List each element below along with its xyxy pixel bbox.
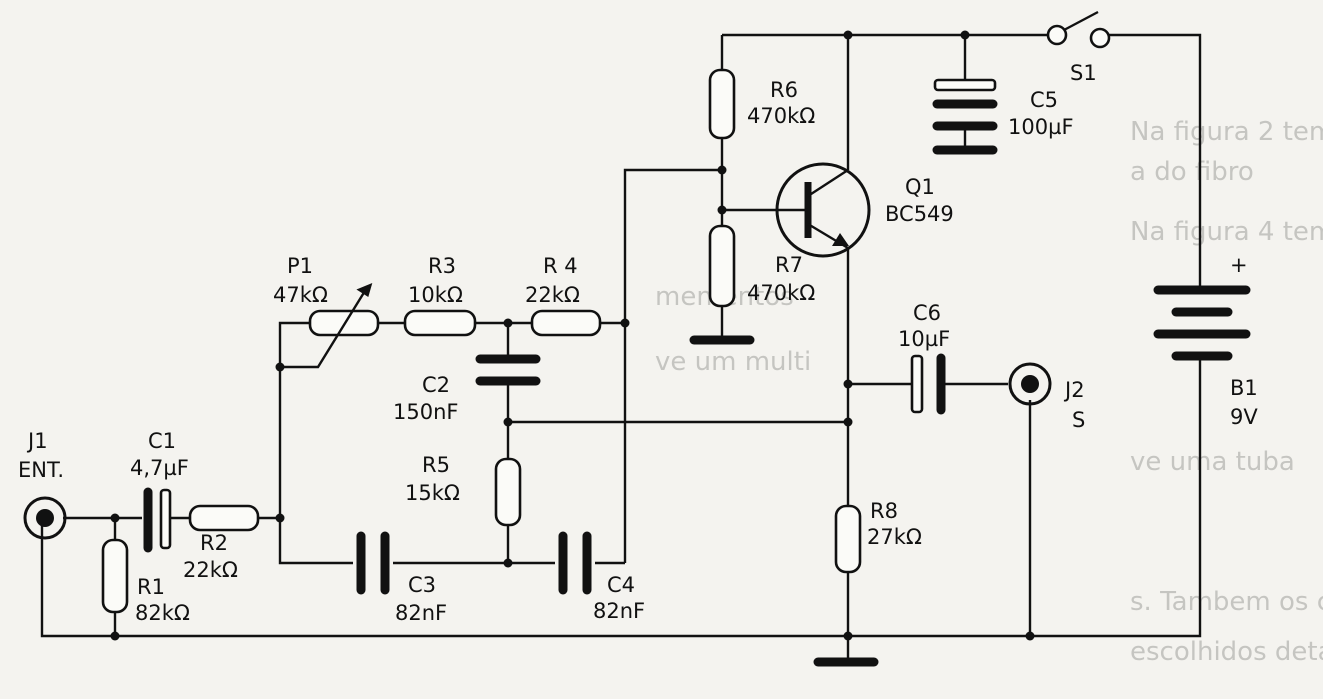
b1-value-label: 9V bbox=[1230, 405, 1258, 429]
r3-value-label: 10kΩ bbox=[408, 283, 463, 307]
j1-desc-label: ENT. bbox=[18, 458, 64, 482]
r7-ref-label: R7 bbox=[775, 253, 803, 277]
r6-ref-label: R6 bbox=[770, 78, 798, 102]
c2-value-label: 150nF bbox=[393, 400, 458, 424]
r2-resistor: R2 22kΩ bbox=[183, 504, 260, 582]
c5-capacitor: C5 100µF bbox=[932, 78, 1074, 155]
c1-ref-label: C1 bbox=[148, 429, 176, 453]
r8-value-label: 27kΩ bbox=[867, 525, 922, 549]
q1-value-label: BC549 bbox=[885, 202, 954, 226]
p1-potentiometer: P1 47kΩ bbox=[273, 254, 380, 369]
p1-ref-label: P1 bbox=[287, 254, 313, 278]
bg-text-line: s. Tambem os componentes sao com bbox=[1130, 587, 1323, 617]
q1-ref-label: Q1 bbox=[905, 175, 935, 199]
r4-ref-label: R 4 bbox=[543, 254, 578, 278]
b1-polarity-label: + bbox=[1230, 253, 1248, 277]
p1-value-label: 47kΩ bbox=[273, 283, 328, 307]
r2-ref-label: R2 bbox=[200, 531, 228, 555]
c4-value-label: 82nF bbox=[593, 599, 645, 623]
bg-text-line: Na figura 4 temos bbox=[1130, 217, 1323, 247]
j2-desc-label: S bbox=[1072, 408, 1085, 432]
c4-capacitor: C4 82nF bbox=[558, 531, 645, 623]
r1-ref-label: R1 bbox=[137, 575, 165, 599]
r1-resistor: R1 82kΩ bbox=[101, 538, 190, 625]
r7-value-label: 470kΩ bbox=[747, 281, 815, 305]
r3-resistor: R3 10kΩ bbox=[403, 254, 477, 337]
c5-value-label: 100µF bbox=[1008, 115, 1074, 139]
bg-text-line: ve um multi bbox=[655, 347, 811, 377]
r6-resistor: R6 470kΩ bbox=[708, 68, 815, 140]
r4-resistor: R 4 22kΩ bbox=[525, 254, 602, 337]
r5-resistor: R5 15kΩ bbox=[405, 453, 522, 527]
j1-ref-label: J1 bbox=[26, 429, 48, 453]
c2-capacitor: C2 150nF bbox=[393, 354, 541, 424]
c1-capacitor: C1 4,7µF bbox=[130, 429, 189, 553]
b1-battery: + B1 9V bbox=[1153, 253, 1258, 429]
r5-value-label: 15kΩ bbox=[405, 481, 460, 505]
r6-value-label: 470kΩ bbox=[747, 104, 815, 128]
r3-ref-label: R3 bbox=[428, 254, 456, 278]
c1-value-label: 4,7µF bbox=[130, 456, 189, 480]
c3-capacitor: C3 82nF bbox=[356, 531, 447, 625]
j2-output-jack: J2 S bbox=[1008, 362, 1085, 432]
r2-value-label: 22kΩ bbox=[183, 558, 238, 582]
c6-capacitor: C6 10µF bbox=[898, 301, 950, 415]
c6-value-label: 10µF bbox=[898, 327, 950, 351]
r7-resistor: R7 470kΩ bbox=[708, 224, 815, 308]
bg-text-line: escolhidos detalhamentos bbox=[1130, 637, 1323, 667]
r1-value-label: 82kΩ bbox=[135, 601, 190, 625]
j2-ref-label: J2 bbox=[1063, 378, 1085, 402]
junction-dots bbox=[110, 30, 1035, 641]
c5-ref-label: C5 bbox=[1030, 88, 1058, 112]
r4-value-label: 22kΩ bbox=[525, 283, 580, 307]
j1-input-jack: J1 ENT. bbox=[18, 429, 67, 540]
background-text: Na figura 2 temos o diagrama com a do fi… bbox=[655, 117, 1323, 667]
c6-ref-label: C6 bbox=[913, 301, 941, 325]
c3-ref-label: C3 bbox=[408, 573, 436, 597]
c4-ref-label: C4 bbox=[607, 573, 635, 597]
s1-ref-label: S1 bbox=[1070, 61, 1097, 85]
r5-ref-label: R5 bbox=[422, 453, 450, 477]
q1-transistor: Q1 BC549 bbox=[775, 162, 954, 258]
r8-resistor: R8 27kΩ bbox=[834, 499, 922, 574]
r8-ref-label: R8 bbox=[870, 499, 898, 523]
s1-switch: S1 bbox=[1046, 10, 1111, 85]
bg-text-line: Na figura 2 temos o diagrama com bbox=[1130, 117, 1323, 147]
c2-ref-label: C2 bbox=[422, 373, 450, 397]
b1-ref-label: B1 bbox=[1230, 376, 1258, 400]
c3-value-label: 82nF bbox=[395, 601, 447, 625]
bg-text-line: a do fibro bbox=[1130, 157, 1254, 187]
bg-text-line: ve uma tuba bbox=[1130, 447, 1295, 477]
wires bbox=[40, 33, 1202, 660]
